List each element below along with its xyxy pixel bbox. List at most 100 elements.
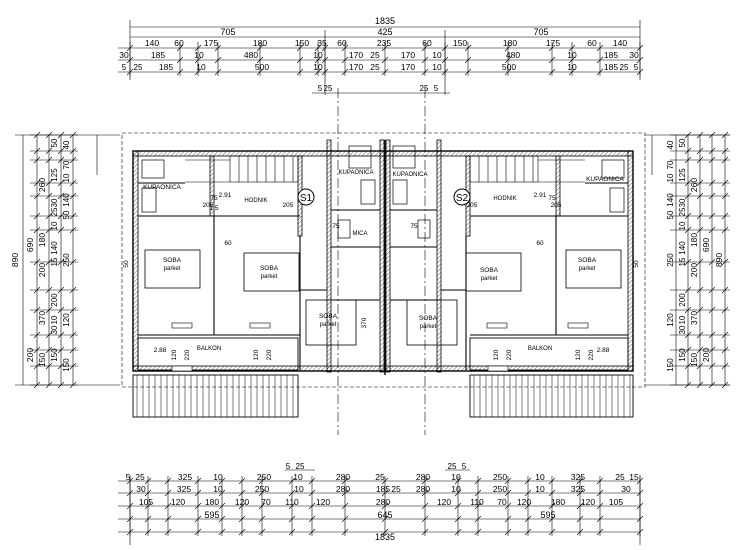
bottom-row1-dimension: 325 [571, 472, 585, 482]
bottom-row3-dimension: 120 [581, 497, 595, 507]
top-row4-dimension: 500 [502, 62, 516, 72]
top-row4-side: 25 [620, 63, 629, 72]
left-col2-dimension: 200 [25, 348, 35, 362]
room-label-kupaonica-right: KUPAONICA [586, 176, 624, 183]
top-row4-dimension: 10 [432, 62, 442, 72]
right-col4-dimension: 10 [678, 221, 687, 230]
bottom-row1-dimension: 10 [213, 472, 223, 482]
stair-label-s2: S2 [456, 193, 469, 204]
bottom-row3-dimension: 110 [470, 497, 484, 507]
room-label-kupaonica-small-left: MICA [353, 231, 368, 237]
room-label-soba3-floor: parket [320, 322, 337, 328]
right-total-dimension: 890 [714, 253, 724, 267]
bottom-row2-dimension: 325 [571, 484, 585, 494]
bottom-row3-dimension: 180 [551, 497, 565, 507]
right-col5-dimension: 50 [666, 210, 675, 219]
bottom-row1-dimension: 15 [629, 472, 639, 482]
inner-dimension: 2.91 [219, 192, 232, 199]
top-row3-dimension: 185 [151, 50, 165, 60]
bottom-row3-dimension: 70 [261, 497, 271, 507]
bottom-row3-dimension: 180 [205, 497, 219, 507]
right-col4-dimension: 200 [678, 293, 687, 307]
inner-dimension: 2.88 [597, 347, 610, 354]
bottom-row3-dimension: 120 [316, 497, 330, 507]
inner-dimension: 75 [410, 223, 418, 230]
left-col5-dimension: 50 [62, 210, 71, 219]
top-row4-dimension: 170 [401, 62, 415, 72]
top-row4-dimension: 170 [349, 62, 363, 72]
bottom-row1-dimension: 325 [178, 472, 192, 482]
left-col5-dimension: 140 [62, 193, 71, 207]
right-col4-dimension: 25 [678, 207, 687, 216]
inner-dimension: 2.88 [154, 347, 167, 354]
inner-dimension: 220 [266, 349, 273, 360]
inner-dimension: 75 [548, 195, 556, 202]
right-col5-dimension: 250 [666, 253, 675, 267]
left-col4-dimension: 15 [50, 257, 59, 266]
top-row3-side: 30 [629, 50, 639, 60]
bottom-row0-dimension: 25 [448, 462, 457, 471]
right-col4-dimension: 140 [678, 241, 687, 255]
roof-outline [121, 132, 646, 388]
right-col3-dimension: 180 [689, 233, 699, 247]
top-row4-dimension: 10 [567, 62, 577, 72]
room-label-kupaonica-center-right: KUPAONICA [393, 172, 428, 178]
stairs-right [469, 155, 585, 183]
top-row2-dimension: 60 [587, 38, 597, 48]
bottom-row1-dimension: 25 [375, 472, 385, 482]
wall-hatching [132, 139, 634, 373]
right-col5-dimension: 10 [666, 173, 675, 182]
top-row4-side: 5 [122, 63, 127, 72]
right-col4-dimension: 150 [678, 348, 687, 362]
balconies [132, 337, 634, 418]
bottom-row3-dimension: 105 [609, 497, 623, 507]
top-row2-dimension: 140 [613, 38, 627, 48]
bottom-row2-dimension: 250 [493, 484, 507, 494]
top-row2-dimension: 150 [453, 38, 467, 48]
top-row3-dimension: 185 [604, 50, 618, 60]
right-col3-dimension: 260 [689, 178, 699, 192]
left-col4-dimension: 150 [50, 348, 59, 362]
left-col4-dimension: 30 [50, 325, 59, 334]
left-col3-dimension: 200 [37, 263, 47, 277]
inner-dimension: 205 [283, 202, 294, 209]
left-col4-dimension: 125 [50, 168, 59, 182]
inner-dimension: 1.5 [209, 205, 218, 212]
top-row3-dimension: 480 [244, 50, 258, 60]
bathroom-fixtures [141, 145, 625, 239]
right-col5-dimension: 70 [666, 160, 675, 169]
bottom-row2-dimension: 250 [255, 484, 269, 494]
bottom-row1-dimension: 10 [451, 472, 461, 482]
top-row2-dimension: 180 [503, 38, 517, 48]
axis-markers [337, 88, 426, 435]
room-label-soba4: SOBA [419, 315, 438, 322]
left-col4-dimension: 50 [50, 138, 59, 147]
inner-dimension: 50 [123, 260, 130, 268]
left-col3-dimension: 260 [37, 178, 47, 192]
top-row5-dimension: 5 [434, 84, 439, 93]
bottom-row2-dimension: 280 [416, 484, 430, 494]
bottom-row3-dimension: 70 [497, 497, 507, 507]
inner-dimension: 120 [493, 349, 500, 360]
furniture [144, 249, 622, 346]
room-label-hodnik-left: HODNIK [244, 198, 267, 204]
left-col4-dimension: 10 [50, 315, 59, 324]
bottom-row2-dimension: 10 [294, 484, 304, 494]
room-label-soba3: SOBA [319, 313, 338, 320]
right-col3-dimension: 200 [689, 263, 699, 277]
right-col3-dimension: 370 [689, 311, 699, 325]
bottom-row2-dimension: 185 [376, 484, 390, 494]
room-label-soba2: SOBA [260, 265, 279, 272]
bottom-row2-dimension: 30 [621, 484, 631, 494]
room-label-soba2-floor: parket [261, 274, 278, 280]
bottom-row0-dimension: 5 [462, 462, 467, 471]
bottom-row3-dimension: 120 [171, 497, 185, 507]
inner-dimension: 205 [551, 202, 562, 209]
bottom-row0-dimension: 25 [296, 462, 305, 471]
bottom-row2-dimension: 10 [535, 484, 545, 494]
top-row3-dimension: 10 [313, 50, 323, 60]
inner-dimension: 220 [588, 349, 595, 360]
top-row2-dimension: 175 [546, 38, 560, 48]
left-col5-dimension: 120 [62, 313, 71, 327]
